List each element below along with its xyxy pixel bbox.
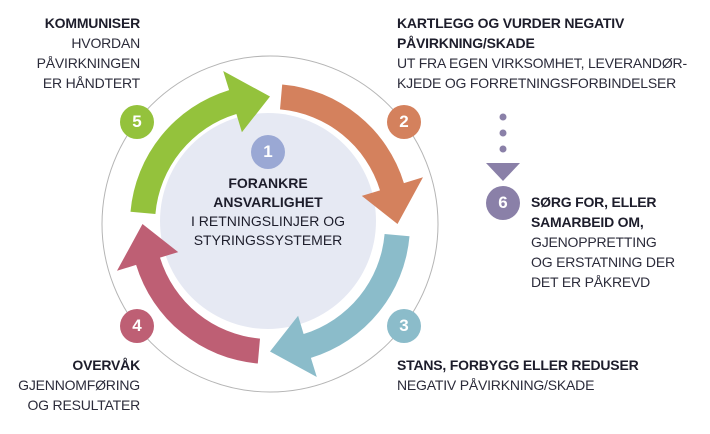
step-desc: HVORDAN bbox=[71, 35, 140, 51]
dot bbox=[499, 129, 507, 137]
step-desc: PÅVIRKNINGEN bbox=[36, 55, 141, 71]
step-desc: GJENNOMFØRING bbox=[18, 377, 140, 393]
step-desc: DET ER PÅKREVD bbox=[531, 274, 651, 290]
arrow-step-4 bbox=[117, 224, 260, 364]
center-line: I RETNINGSLINJER OG bbox=[190, 213, 346, 229]
step-desc: OG ERSTATNING DER bbox=[531, 254, 675, 270]
dot bbox=[499, 113, 507, 121]
step-2-text: KARTLEGG OG VURDER NEGATIV PÅVIRKNING/SK… bbox=[397, 13, 687, 93]
badge-4: 4 bbox=[120, 309, 154, 343]
down-arrow-icon bbox=[486, 163, 520, 181]
step-title: PÅVIRKNING/SKADE bbox=[397, 35, 535, 51]
badge-5: 5 bbox=[120, 105, 154, 139]
badge-2: 2 bbox=[387, 105, 421, 139]
step-4-text: OVERVÅK GJENNOMFØRING OG RESULTATER bbox=[18, 355, 140, 415]
dot bbox=[499, 145, 507, 153]
step-title: KOMMUNISER bbox=[44, 15, 140, 31]
step-title: SØRG FOR, ELLER bbox=[531, 194, 657, 210]
inner-circle bbox=[160, 113, 376, 329]
center-title: ANSVARLIGHET bbox=[213, 194, 323, 210]
badge-3: 3 bbox=[387, 309, 421, 343]
center-line: STYRINGSSYSTEMER bbox=[193, 232, 343, 248]
step-5-text: KOMMUNISER HVORDAN PÅVIRKNINGEN ER HÅNDT… bbox=[36, 13, 141, 93]
step-title: KARTLEGG OG VURDER NEGATIV bbox=[397, 15, 625, 31]
step-title: STANS, FORBYGG ELLER REDUSER bbox=[397, 357, 639, 373]
step-3-text: STANS, FORBYGG ELLER REDUSER NEGATIV PÅV… bbox=[397, 355, 639, 395]
step-desc: ER HÅNDTERT bbox=[42, 75, 140, 91]
badge-1: 1 bbox=[251, 135, 285, 169]
step-title: OVERVÅK bbox=[72, 357, 140, 373]
step-desc: KJEDE OG FORRETNINGSFORBINDELSER bbox=[397, 75, 677, 91]
arrow-step-3 bbox=[270, 234, 410, 377]
arrow-step-5 bbox=[130, 71, 270, 214]
step-desc: NEGATIV PÅVIRKNING/SKADE bbox=[397, 377, 595, 393]
badge-6: 6 bbox=[486, 186, 520, 220]
arrow-step-2 bbox=[280, 84, 423, 224]
step-desc: OG RESULTATER bbox=[27, 397, 140, 413]
center-title: FORANKRE bbox=[228, 175, 308, 191]
outer-ring bbox=[101, 55, 439, 393]
center-text: FORANKRE ANSVARLIGHET I RETNINGSLINJER O… bbox=[168, 174, 368, 250]
step-desc: GJENOPPRETTING bbox=[531, 234, 657, 250]
step-title: SAMARBEID OM, bbox=[531, 214, 644, 230]
step-6-text: SØRG FOR, ELLER SAMARBEID OM, GJENOPPRET… bbox=[531, 192, 675, 292]
step-desc: UT FRA EGEN VIRKSOMHET, LEVERANDØR- bbox=[397, 55, 687, 71]
